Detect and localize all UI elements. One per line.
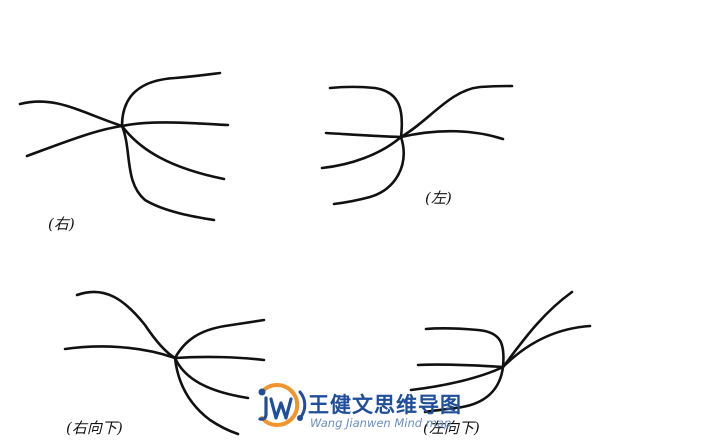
outgoing-branch-3 <box>409 365 505 392</box>
watermark: 王健文思维导图 Wang Jianwen Mind map <box>258 383 462 430</box>
outgoing-branch-3 <box>173 356 250 400</box>
incoming-branch-top <box>75 290 177 360</box>
diagram-label: (左向下) <box>423 419 480 437</box>
outgoing-branch-2 <box>120 121 230 128</box>
incoming-branch-bottom <box>399 129 505 141</box>
diagram-left: (左) <box>320 84 514 207</box>
incoming-branch-top <box>501 290 574 369</box>
outgoing-branch-1 <box>328 85 404 139</box>
incoming-branch-bottom <box>501 324 592 369</box>
outgoing-branch-4 <box>173 356 240 436</box>
outgoing-branch-1 <box>120 71 222 128</box>
diagram-label: (右) <box>48 215 75 233</box>
outgoing-branch-1 <box>173 318 266 360</box>
incoming-branch-bottom <box>63 345 177 360</box>
diagram-right: (右) <box>18 71 230 233</box>
diagram-lower-left: (左向下) <box>409 290 592 437</box>
watermark-subtitle: Wang Jianwen Mind map <box>310 416 451 430</box>
outgoing-branch-4 <box>332 135 405 206</box>
incoming-branch-top <box>18 100 124 128</box>
outgoing-branch-1 <box>424 327 505 369</box>
diagram-label: (右向下) <box>66 419 123 437</box>
watermark-logo-icon <box>258 383 307 427</box>
incoming-branch-bottom <box>25 124 124 158</box>
outgoing-branch-3 <box>320 135 403 170</box>
outgoing-branch-4 <box>423 365 505 414</box>
outgoing-branch-4 <box>120 124 216 222</box>
diagram-lower-right: (右向下) <box>63 290 266 437</box>
diagram-label: (左) <box>425 189 452 207</box>
watermark-title: 王健文思维导图 <box>308 393 462 417</box>
outgoing-branch-3 <box>120 124 226 181</box>
incoming-branch-top <box>399 84 514 139</box>
outgoing-branch-2 <box>173 355 266 362</box>
outgoing-branch-2 <box>324 131 403 139</box>
outgoing-branch-2 <box>416 363 505 369</box>
